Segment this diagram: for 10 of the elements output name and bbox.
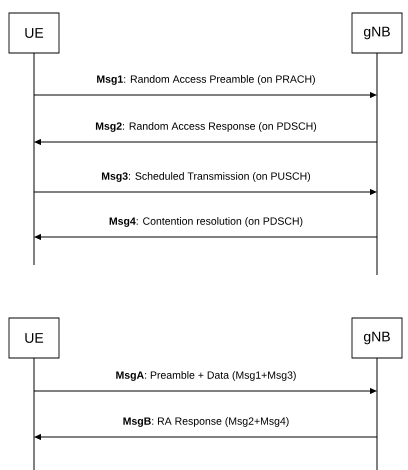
entity-box: gNB <box>352 318 402 358</box>
edge-label: Msg3: Scheduled Transmission (on PUSCH) <box>102 172 310 182</box>
entity-box: gNB <box>352 12 402 54</box>
edge-label: Msg4: Contention resolution (on PDSCH) <box>110 217 302 227</box>
entity-box: UE <box>8 318 60 358</box>
edge-label: Msg2: Random Access Response (on PDSCH) <box>96 122 316 132</box>
edge-label: MsgA: Preamble + Data (Msg1+Msg3) <box>116 371 296 381</box>
edge-label: MsgB: RA Response (Msg2+Msg4) <box>123 417 289 427</box>
entity-box: UE <box>8 12 60 54</box>
edge-label: Msg1: Random Access Preamble (on PRACH) <box>97 75 315 85</box>
